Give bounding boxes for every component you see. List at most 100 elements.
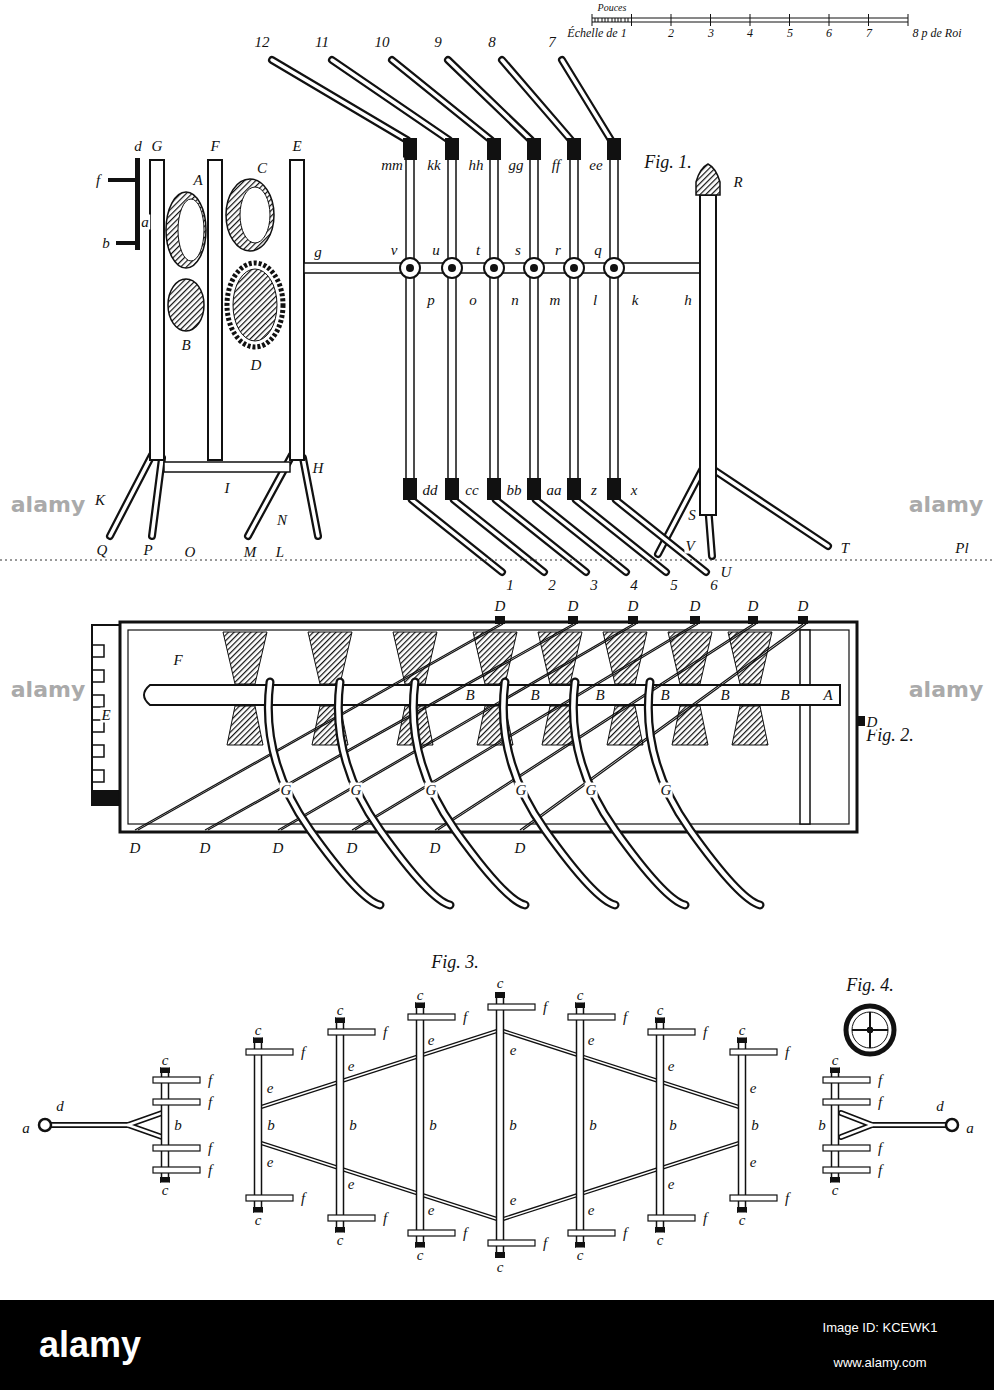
rake-frame xyxy=(523,624,806,830)
part-letter: c xyxy=(831,1053,840,1068)
part-letter: f xyxy=(784,1045,790,1060)
part-letter: v xyxy=(390,243,399,258)
part-letter: f xyxy=(622,1226,628,1241)
harrow xyxy=(495,992,505,998)
part-letter: kk xyxy=(426,158,441,173)
lever-rods xyxy=(272,60,611,140)
part-letter: f xyxy=(877,1073,883,1088)
part-letter: bb xyxy=(506,483,523,498)
harrow xyxy=(160,1067,170,1073)
rake-frame xyxy=(135,624,500,830)
scale-bar xyxy=(592,14,908,26)
part-letter: x xyxy=(630,483,639,498)
part-letter: f xyxy=(877,1163,883,1178)
harrow xyxy=(823,1145,870,1151)
rake-frame xyxy=(732,706,768,745)
harrow xyxy=(415,1002,425,1008)
harrow xyxy=(488,1004,535,1010)
gear-frame xyxy=(290,160,304,460)
part-letter: e xyxy=(509,1043,518,1058)
rake-frame xyxy=(92,790,120,805)
rake-frame xyxy=(495,616,505,624)
part-letter: E xyxy=(291,139,302,154)
rake-frame xyxy=(573,682,685,905)
harrow xyxy=(39,1119,51,1131)
part-letter: e xyxy=(509,1193,518,1208)
scale-bar xyxy=(710,14,711,26)
part-letter: f xyxy=(462,1010,468,1025)
part-letter: f xyxy=(382,1211,388,1226)
part-letter: e xyxy=(587,1033,596,1048)
harrow xyxy=(823,1099,870,1105)
part-letter: D xyxy=(272,841,285,856)
part-letter: n xyxy=(510,293,520,308)
part-letter: c xyxy=(738,1213,747,1228)
harrow xyxy=(648,1029,695,1035)
part-letter: D xyxy=(199,841,212,856)
callout-number: 9 xyxy=(433,35,443,50)
rake-frame xyxy=(268,682,760,905)
part-letter: b xyxy=(173,1118,183,1133)
gear-frame xyxy=(108,178,135,182)
part-letter: dd xyxy=(422,483,439,498)
harrow xyxy=(832,1070,839,1180)
lever-rods xyxy=(445,478,459,500)
harrow xyxy=(488,1240,535,1246)
part-letter: d xyxy=(55,1099,65,1114)
wheel xyxy=(852,1012,888,1048)
lever-rods xyxy=(530,264,538,272)
harrow xyxy=(739,1040,746,1210)
scale-number: 4 xyxy=(746,27,754,39)
harrow xyxy=(417,1005,424,1245)
harrow xyxy=(408,1014,455,1020)
rake-frame xyxy=(648,682,760,905)
scale-bar xyxy=(605,18,606,22)
wheel xyxy=(846,1006,894,1054)
part-letter: c xyxy=(576,1248,585,1263)
part-letter: I xyxy=(224,481,231,496)
harrow xyxy=(737,1037,747,1043)
part-letter: N xyxy=(276,513,288,528)
gear-frame xyxy=(208,160,222,460)
scale-bar xyxy=(829,14,830,26)
part-letter: d xyxy=(133,139,143,154)
part-letter: e xyxy=(749,1081,758,1096)
scale-unit: Pouces xyxy=(597,3,628,13)
part-letter: D xyxy=(747,599,760,614)
part-letter: b xyxy=(817,1118,827,1133)
rake-frame xyxy=(393,632,437,684)
part-letter: f xyxy=(784,1191,790,1206)
harrow xyxy=(335,1017,345,1023)
watermark: alamy xyxy=(908,494,985,516)
part-letter: Pl xyxy=(954,541,969,556)
part-letter: f xyxy=(382,1025,388,1040)
part-letter: b xyxy=(101,236,111,251)
part-letter: f xyxy=(207,1163,213,1178)
part-letter: D xyxy=(627,599,640,614)
harrow xyxy=(730,1195,777,1201)
scale-number: 8 p de Roi xyxy=(912,27,963,39)
rake-frame xyxy=(413,682,525,905)
scale-bar xyxy=(615,18,616,22)
scale-number: 7 xyxy=(865,27,873,39)
lever-rods xyxy=(272,60,611,140)
end-post xyxy=(658,470,828,556)
part-letter: e xyxy=(667,1059,676,1074)
part-letter: B xyxy=(180,338,191,353)
part-letter: b xyxy=(750,1118,760,1133)
rake-frame xyxy=(138,624,503,830)
harrow xyxy=(39,992,958,1258)
harrow xyxy=(162,1070,169,1180)
lever-rods xyxy=(570,150,578,490)
part-letter: t xyxy=(475,243,481,258)
part-letter: hh xyxy=(468,158,485,173)
rake-frame xyxy=(672,706,708,745)
rake-frame xyxy=(227,706,263,745)
gear-frame xyxy=(116,241,135,245)
part-letter: F xyxy=(172,653,183,668)
rake-frame xyxy=(568,616,578,624)
image-id: www.alamy.com xyxy=(833,1356,928,1369)
end-post xyxy=(658,470,828,556)
part-letter: f xyxy=(95,173,101,188)
part-letter: B xyxy=(659,688,670,703)
